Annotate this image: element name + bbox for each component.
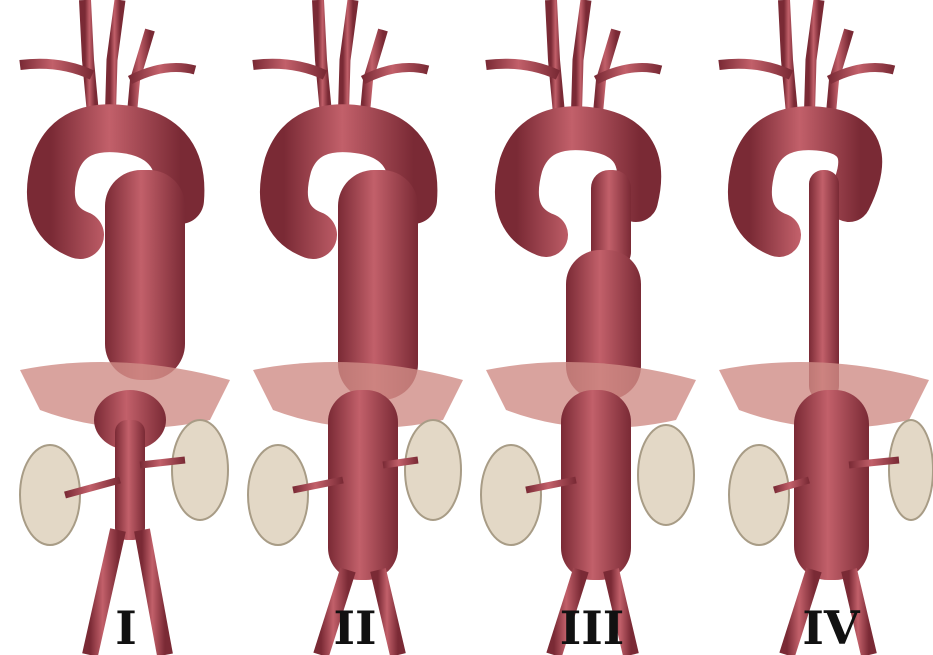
panel-type-II: II: [233, 0, 466, 655]
aorta-illustration-type-II: [233, 0, 466, 655]
type-label: II: [305, 605, 405, 651]
aorta-illustration-type-I: [0, 0, 233, 655]
type-label: I: [86, 605, 166, 651]
aorta-illustration-type-IV: [699, 0, 933, 655]
panel-type-IV: IV: [699, 0, 933, 655]
panel-type-I: I: [0, 0, 233, 655]
panel-type-III: III: [466, 0, 699, 655]
type-label: III: [532, 605, 652, 651]
type-label: IV: [781, 605, 881, 651]
aorta-illustration-type-III: [466, 0, 699, 655]
